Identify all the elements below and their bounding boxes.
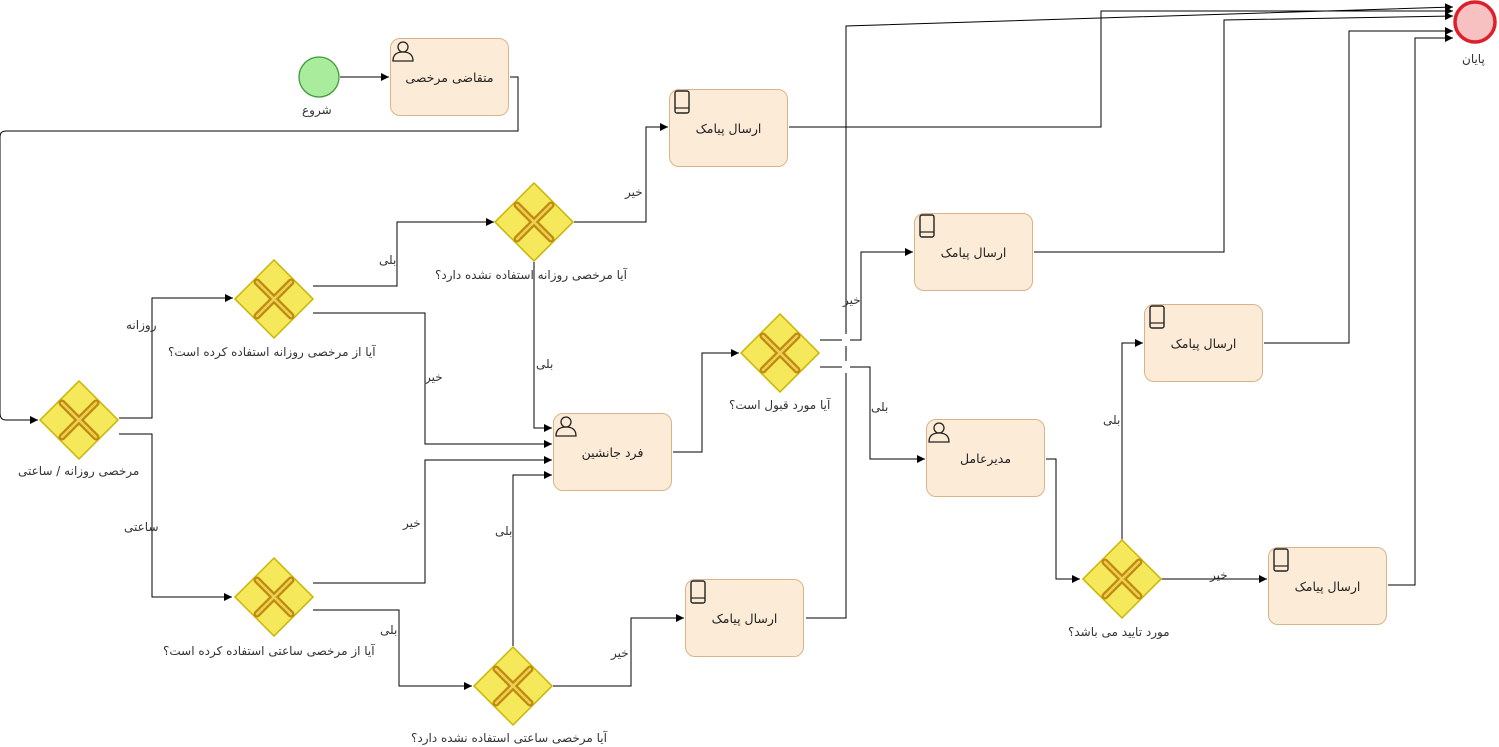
task-label: ارسال پیامک (695, 120, 762, 136)
flow-dailyunused-no (574, 123, 668, 223)
start-event (298, 56, 340, 98)
flow-hourlyunused-no (553, 614, 684, 687)
flow-smsrightlow-end (1388, 34, 1453, 586)
start-event-label: شروع (302, 103, 332, 117)
task-label: مدیرعامل (959, 450, 1012, 466)
edge-label-yes: بلی (379, 253, 397, 267)
gateway-hourly-used-label: آیا از مرخصی ساعتی استفاده کرده است؟ (163, 644, 375, 658)
mobile-phone-icon (1149, 305, 1165, 329)
task-label: فرد جانشین (581, 444, 644, 460)
flow-smsrightmid-end (1264, 27, 1453, 344)
flow-dailyunused-yes (533, 262, 552, 432)
gateway-hourly-unused (474, 647, 552, 725)
gateway-approved (1083, 540, 1161, 618)
gateway-daily-used (235, 260, 313, 338)
edge-label-yes: بلی (495, 524, 513, 538)
mobile-phone-icon (674, 90, 690, 114)
gateway-accepted-label: آیا مورد قبول است؟ (729, 398, 831, 412)
edge-label-no: خیر (403, 516, 421, 530)
edge-label-yes: بلی (536, 357, 554, 371)
edge-label-daily: روزانه (126, 318, 157, 332)
task-sms-right-mid[interactable]: ارسال پیامک (1144, 304, 1263, 382)
gateway-daily-unused (495, 183, 573, 261)
edge-label-no: خیر (625, 185, 643, 199)
gateway-type-label: مرخصی روزانه / ساعتی (18, 464, 140, 478)
edge-label-no: خیر (611, 646, 629, 660)
gateway-approved-label: مورد تایید می باشد؟ (1068, 625, 1170, 639)
end-event-label: پایان (1462, 52, 1485, 66)
flow-hourlyunused-yes (512, 471, 552, 646)
task-label: ارسال پیامک (940, 244, 1007, 260)
flow-approved-yes (1121, 339, 1143, 540)
task-sms-bottom[interactable]: ارسال پیامک (685, 579, 804, 657)
flow-hourlyused-yes (313, 609, 472, 690)
edge-label-no: خیر (843, 293, 861, 307)
end-event (1453, 0, 1497, 44)
gateway-daily-unused-label: آیا مرخصی روزانه استفاده نشده دارد؟ (435, 268, 627, 282)
edge-label-hourly: ساعتی (124, 520, 159, 534)
gateway-type (40, 381, 118, 459)
task-label: ارسال پیامک (1294, 578, 1361, 594)
edge-label-yes: بلی (380, 623, 398, 637)
user-icon (928, 422, 950, 443)
mobile-phone-icon (919, 214, 935, 238)
task-label: متقاضی مرخصی (405, 69, 494, 85)
flow-smsbottom-end (806, 3, 1454, 619)
edge-label-yes: بلی (1103, 413, 1121, 427)
flow-accepted-no (820, 248, 913, 341)
gateway-hourly-unused-label: آیا مرخصی ساعتی استفاده نشده دارد؟ (411, 731, 607, 745)
task-requester[interactable]: متقاضی مرخصی (390, 38, 509, 116)
task-label: ارسال پیامک (711, 610, 778, 626)
flow-smsmid-end (1034, 12, 1454, 253)
edge-label-no: خیر (425, 370, 443, 384)
flow-substitute-accepted (673, 349, 739, 453)
task-substitute[interactable]: فرد جانشین (553, 413, 672, 491)
task-label: ارسال پیامک (1170, 335, 1237, 351)
user-icon (392, 41, 414, 62)
flow-requester-typegw (0, 76, 519, 424)
task-manager[interactable]: مدیرعامل (926, 419, 1045, 497)
edge-label-no: خیر (1210, 568, 1228, 582)
flow-manager-approved (1046, 458, 1080, 583)
task-sms-top[interactable]: ارسال پیامک (669, 89, 788, 167)
flow-daily (119, 294, 233, 419)
mobile-phone-icon (1273, 548, 1289, 572)
user-icon (555, 416, 577, 437)
sequence-flows (0, 3, 1454, 690)
edge-label-yes: بلی (871, 400, 889, 414)
gateway-accepted (741, 314, 819, 392)
gateway-daily-used-label: آیا از مرخصی روزانه استفاده کرده است؟ (168, 345, 376, 359)
task-sms-right-low[interactable]: ارسال پیامک (1268, 547, 1387, 625)
flow-hourly (119, 433, 232, 601)
gateway-hourly-used (235, 558, 313, 636)
flow-dailyused-yes (313, 218, 494, 287)
flow-dailyused-no (313, 312, 552, 448)
task-sms-mid[interactable]: ارسال پیامک (914, 213, 1033, 291)
mobile-phone-icon (690, 580, 706, 604)
flow-hourlyused-no (313, 456, 552, 584)
flow-smstop-end (789, 7, 1453, 128)
